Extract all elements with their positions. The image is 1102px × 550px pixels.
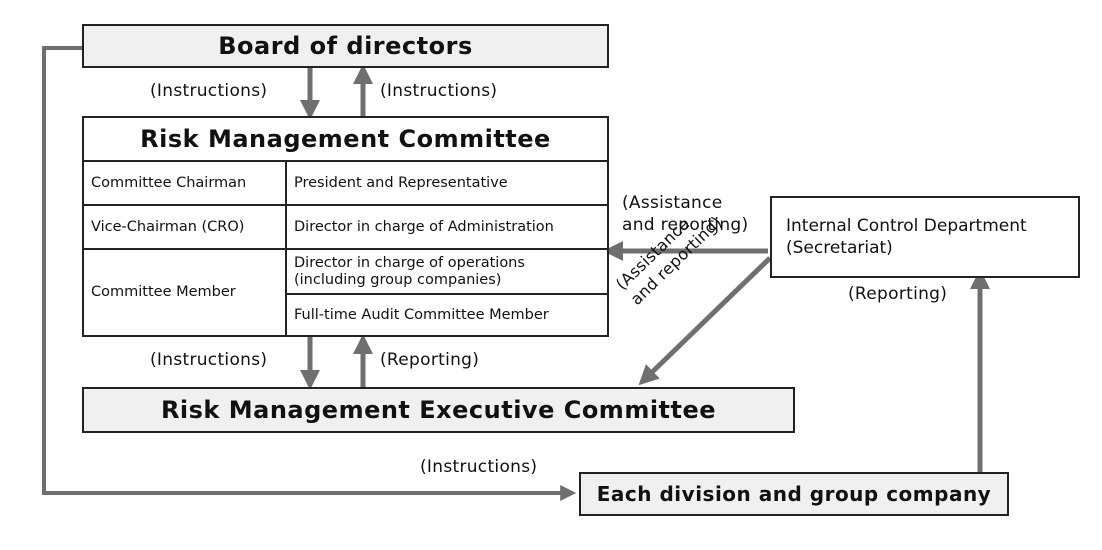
member-director-administration: Director in charge of Administration — [285, 204, 607, 248]
risk-management-committee-box: Risk Management Committee Committee Chai… — [82, 116, 609, 337]
icd-title: Internal Control Department (Secretariat… — [786, 215, 1027, 258]
rmc-title-text: Risk Management Committee — [140, 125, 551, 153]
board-to-division-label: (Instructions) — [420, 457, 538, 477]
member-president: President and Representative — [285, 160, 607, 204]
arrow-board-to-division — [42, 46, 577, 501]
exec-to-rmc-label: (Reporting) — [380, 350, 480, 370]
arrow-icd-to-exec — [638, 256, 772, 386]
division-to-icd-label: (Reporting) — [848, 284, 948, 304]
role-committee-chairman: Committee Chairman — [84, 160, 285, 204]
role-committee-member: Committee Member — [84, 248, 285, 335]
rmc-to-board-label: (Instructions) — [380, 81, 498, 101]
division-title: Each division and group company — [596, 482, 992, 506]
member-audit-committee: Full-time Audit Committee Member — [285, 293, 607, 335]
rmc-to-exec-label: (Instructions) — [150, 350, 268, 370]
board-title: Board of directors — [218, 32, 473, 60]
role-vice-chairman: Vice-Chairman (CRO) — [84, 204, 285, 248]
icd-to-rmc-label: (Assistance and reporting) — [622, 193, 749, 236]
member-director-operations: Director in charge of operations (includ… — [285, 248, 607, 293]
each-division-box: Each division and group company — [579, 472, 1009, 516]
board-to-rmc-label: (Instructions) — [150, 81, 268, 101]
board-of-directors-box: Board of directors — [82, 24, 609, 68]
risk-management-executive-committee-box: Risk Management Executive Committee — [82, 387, 795, 433]
internal-control-department-box: Internal Control Department (Secretariat… — [770, 196, 1080, 278]
rmc-title: Risk Management Committee — [84, 118, 607, 160]
exec-title: Risk Management Executive Committee — [160, 396, 717, 424]
